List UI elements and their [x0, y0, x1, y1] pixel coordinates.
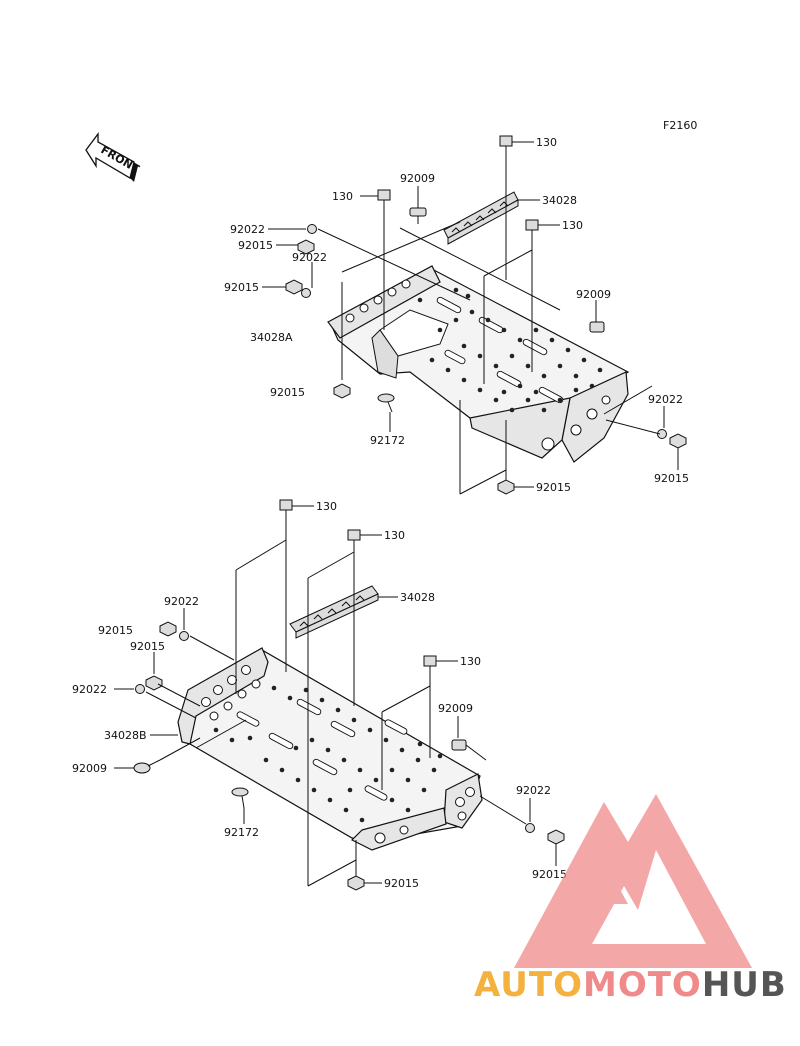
- top-label-bolt-right: 130: [562, 219, 583, 232]
- top-washer-a-icon: [307, 224, 317, 234]
- bottom-label-bolt-top: 130: [316, 500, 337, 513]
- bottom-washer-c-icon: [525, 823, 535, 833]
- bottom-washer-a-icon: [179, 631, 189, 641]
- top-label-nut-mid-left: 92015: [224, 281, 259, 294]
- watermark-part2: MOTO: [583, 965, 702, 1005]
- bottom-label-nut-right: 92015: [532, 868, 567, 881]
- top-label-screw-right: 92009: [576, 288, 611, 301]
- top-label-bar: 34028: [542, 194, 577, 207]
- top-screw-92009-a: [409, 207, 427, 224]
- top-nut-c-icon: [333, 383, 351, 399]
- diagram-code: F2160: [663, 119, 697, 132]
- top-assembly: 130 130 130 92009 92009 34028 92022 9201…: [224, 135, 689, 495]
- top-label-washer-top-left: 92022: [230, 223, 265, 236]
- bottom-label-plate: 34028B: [104, 729, 147, 742]
- top-label-plate: 34028A: [250, 331, 293, 344]
- bottom-bolt-130-a: [279, 499, 293, 522]
- top-clip-92172-icon: [377, 393, 395, 413]
- top-label-washer-right: 92022: [648, 393, 683, 406]
- bottom-nut-c-icon: [347, 875, 365, 891]
- front-arrow-icon: FRONT: [85, 132, 142, 182]
- bottom-label-washer-top: 92022: [164, 595, 199, 608]
- bottom-label-screw-right: 92009: [438, 702, 473, 715]
- automotohub-watermark: AUTOMOTOHUB: [474, 794, 787, 1005]
- top-plate-holes: [417, 287, 603, 413]
- top-bolt-130-a: [499, 135, 513, 158]
- bottom-plate-holes: [213, 685, 443, 823]
- bottom-assembly: 130 130 130 34028 92022 92015 92015 9202…: [72, 499, 567, 891]
- top-label-nut-under: 92015: [270, 386, 305, 399]
- top-label-clip: 92172: [370, 434, 405, 447]
- top-nut-b-icon: [285, 279, 303, 295]
- top-label-washer-mid-left: 92022: [292, 251, 327, 264]
- top-washer-b-icon: [301, 288, 311, 298]
- bottom-washer-b-icon: [135, 684, 145, 694]
- bottom-label-screw-left: 92009: [72, 762, 107, 775]
- bottom-label-nut-bottom: 92015: [384, 877, 419, 890]
- bottom-label-clip: 92172: [224, 826, 259, 839]
- bottom-bolt-130-b: [347, 529, 361, 552]
- top-nut-d-icon: [497, 479, 515, 495]
- top-label-nut-bottom: 92015: [536, 481, 571, 494]
- bottom-clip-92172-icon: [231, 787, 249, 809]
- bottom-bolt-130-c: [423, 655, 437, 678]
- top-label-nut-right: 92015: [654, 472, 689, 485]
- bottom-label-bar: 34028: [400, 591, 435, 604]
- bottom-label-nut-mid: 92015: [130, 640, 165, 653]
- bottom-label-bolt-mid: 130: [384, 529, 405, 542]
- top-label-bolt-top: 130: [536, 136, 557, 149]
- bottom-label-washer-left: 92022: [72, 683, 107, 696]
- bottom-screw-92009-b: [451, 739, 467, 751]
- top-bolt-130-b: [377, 189, 391, 212]
- watermark-part1: AUTO: [474, 965, 583, 1005]
- bottom-leader-lines: [114, 505, 557, 887]
- top-screw-92009-b: [589, 321, 605, 333]
- bottom-nut-d-icon: [547, 829, 565, 845]
- bottom-label-nut-top: 92015: [98, 624, 133, 637]
- watermark-text: AUTOMOTOHUB: [474, 965, 787, 1005]
- top-nut-e-icon: [669, 433, 687, 449]
- top-label-screw-top: 92009: [400, 172, 435, 185]
- watermark-logo-icon: [514, 794, 752, 968]
- top-bar-part: [443, 191, 519, 245]
- watermark-part3: HUB: [702, 965, 787, 1005]
- bottom-nut-b-icon: [145, 675, 163, 691]
- bottom-bar-part: [289, 585, 379, 639]
- top-label-nut-top-left: 92015: [238, 239, 273, 252]
- top-label-bolt-left: 130: [332, 190, 353, 203]
- bottom-label-bolt-right: 130: [460, 655, 481, 668]
- top-leader-lines: [262, 141, 679, 495]
- bottom-screw-92009-a: [133, 759, 161, 774]
- top-washer-c-icon: [657, 429, 667, 439]
- top-bolt-130-c: [525, 219, 539, 244]
- bottom-label-washer-right: 92022: [516, 784, 551, 797]
- top-nut-a-icon: [297, 239, 315, 255]
- bottom-nut-a-icon: [159, 621, 177, 637]
